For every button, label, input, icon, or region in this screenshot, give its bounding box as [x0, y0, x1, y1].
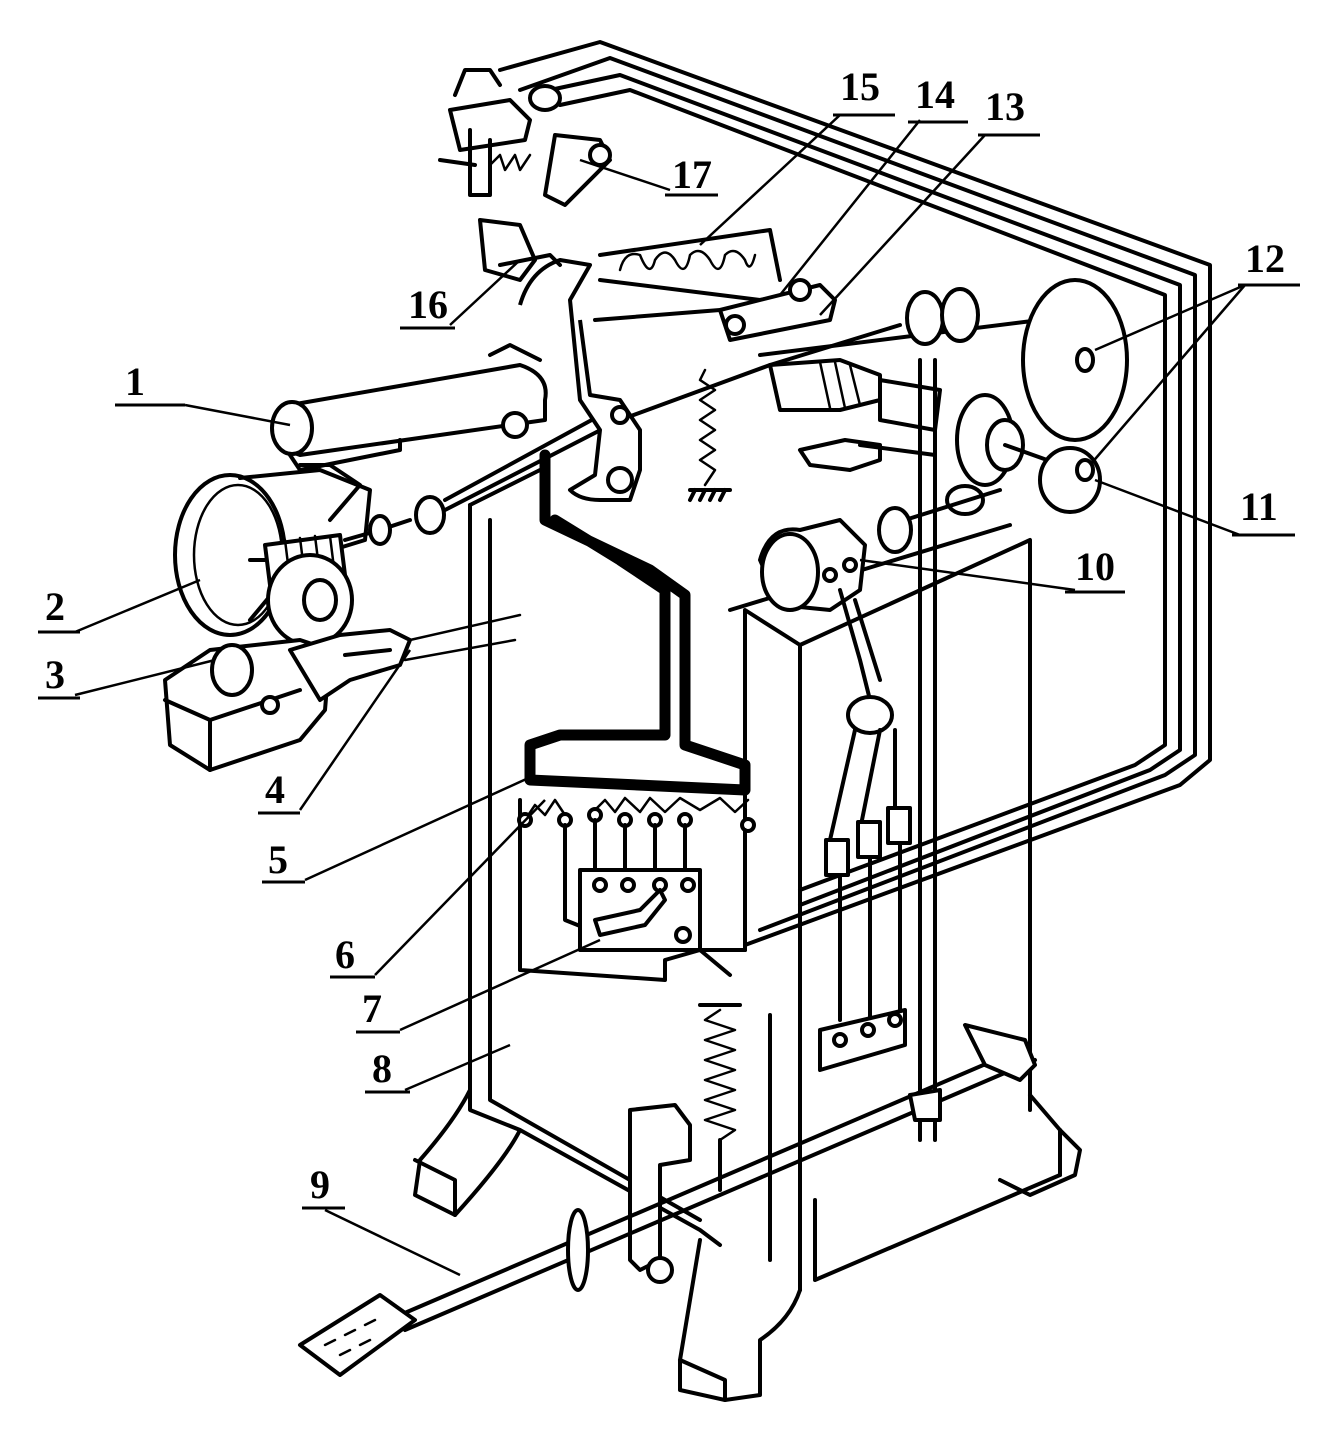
- drive-assembly: [163, 323, 902, 772]
- callout-15: 15: [833, 64, 895, 117]
- gear-train: [798, 393, 1102, 554]
- svg-text:1: 1: [125, 359, 145, 404]
- callout-8: 8: [365, 1046, 410, 1094]
- svg-text:6: 6: [335, 932, 355, 977]
- svg-text:13: 13: [985, 84, 1025, 129]
- svg-text:17: 17: [672, 152, 712, 197]
- pedal-assembly: [298, 1003, 1037, 1377]
- column-bracket: [488, 258, 732, 502]
- svg-text:4: 4: [265, 767, 285, 812]
- power-cable: [524, 449, 751, 796]
- machine-frame: [413, 468, 1082, 1402]
- callout-16: 16: [400, 282, 455, 330]
- callout-labels: 1 2 3 4 5 6 7 8: [38, 64, 1300, 1210]
- svg-text:15: 15: [840, 64, 880, 109]
- callout-6: 6: [330, 932, 375, 979]
- callout-14: 14: [908, 72, 968, 124]
- svg-text:2: 2: [45, 584, 65, 629]
- svg-text:9: 9: [310, 1162, 330, 1207]
- clutch-assembly: [438, 68, 1129, 442]
- callout-4: 4: [258, 767, 300, 815]
- svg-text:3: 3: [45, 652, 65, 697]
- callout-11: 11: [1232, 484, 1295, 537]
- callout-9: 9: [302, 1162, 345, 1210]
- callout-10: 10: [1065, 544, 1125, 594]
- svg-text:11: 11: [1240, 484, 1278, 529]
- callout-3: 3: [38, 652, 80, 700]
- motor-contacts: [758, 358, 937, 1142]
- callout-5: 5: [262, 837, 305, 884]
- leader-lines: [74, 114, 1246, 1277]
- svg-text:7: 7: [362, 986, 382, 1031]
- callout-17: 17: [665, 152, 718, 197]
- svg-text:5: 5: [268, 837, 288, 882]
- callout-7: 7: [356, 986, 400, 1034]
- svg-text:14: 14: [915, 72, 955, 117]
- callout-13: 13: [978, 84, 1040, 137]
- svg-text:16: 16: [408, 282, 448, 327]
- svg-text:10: 10: [1075, 544, 1115, 589]
- wiring-conduit: [498, 40, 1212, 947]
- svg-text:8: 8: [372, 1046, 392, 1091]
- callout-2: 2: [38, 584, 80, 634]
- svg-text:12: 12: [1245, 236, 1285, 281]
- heater-switchbox: [517, 796, 756, 952]
- callout-12: 12: [1238, 236, 1300, 287]
- callout-1: 1: [115, 359, 185, 407]
